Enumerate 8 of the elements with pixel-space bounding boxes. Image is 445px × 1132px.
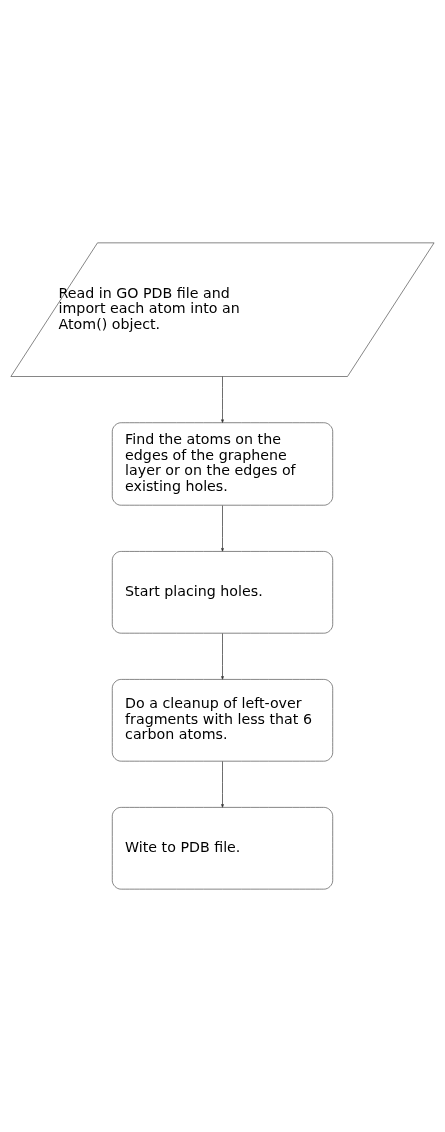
arrow — [221, 761, 224, 808]
arrow — [221, 376, 224, 423]
node-box: Wite to PDB file. — [111, 807, 334, 890]
node-box: Do a cleanup of left-over fragments with less that 6 carbon atoms. — [111, 679, 334, 762]
node-box: Start placing holes. — [111, 551, 334, 634]
node-box: Find the atoms on the edges of the graphene layer or on the edges of existing holes. — [111, 422, 334, 506]
arrow — [221, 633, 224, 680]
arrow — [221, 505, 224, 552]
